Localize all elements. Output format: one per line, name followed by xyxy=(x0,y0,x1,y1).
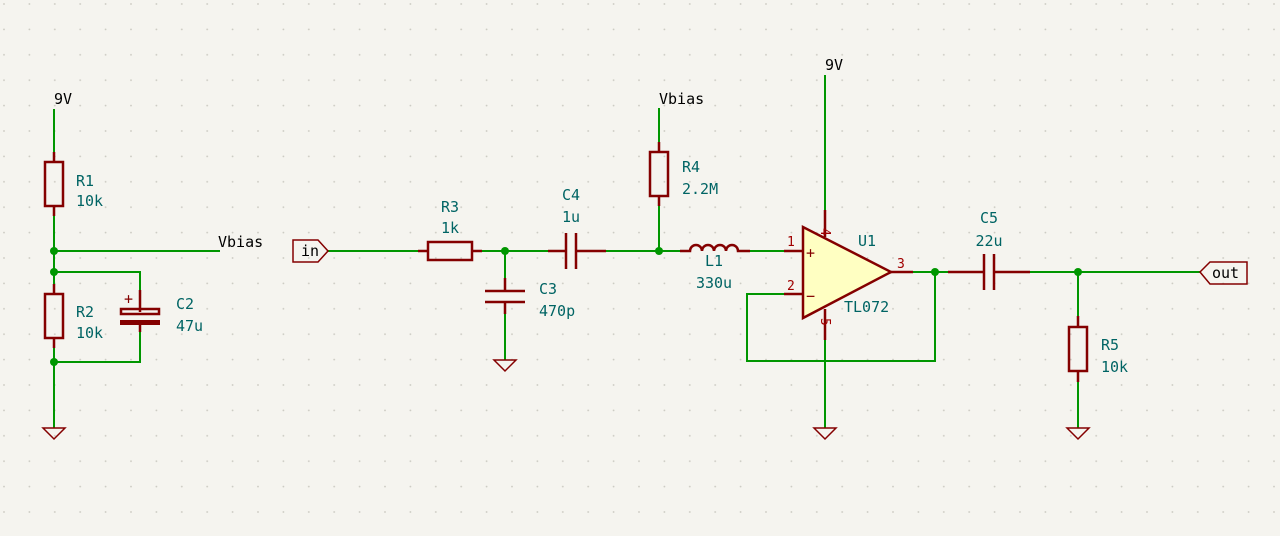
wire xyxy=(54,271,141,293)
output-port-shape xyxy=(1198,261,1248,285)
c2-polarity-mark: + xyxy=(124,290,133,308)
resistor-r3[interactable]: R3 1k xyxy=(418,198,482,262)
c3-value: 470p xyxy=(539,302,575,320)
output-port-label: out xyxy=(1212,264,1239,282)
c4-plate xyxy=(564,233,578,269)
l1-coil xyxy=(680,243,750,253)
junction-dot xyxy=(931,268,939,276)
r3-ref: R3 xyxy=(441,198,459,216)
junction-dot xyxy=(655,247,663,255)
r5-ref: R5 xyxy=(1101,336,1119,354)
c2-plate-negative xyxy=(120,320,160,325)
c5-value: 22u xyxy=(975,232,1002,250)
c2-ref: C2 xyxy=(176,295,194,313)
r2-value: 10k xyxy=(76,324,103,342)
r2-ref: R2 xyxy=(76,303,94,321)
wires xyxy=(53,75,1200,428)
power-label-9v: 9V xyxy=(54,90,72,108)
junction-dot xyxy=(50,268,58,276)
net-label-vbias: Vbias xyxy=(218,233,263,251)
opamp-u1[interactable]: + − 1 2 3 4 5 U1 TL072 xyxy=(784,210,913,340)
c5-plate xyxy=(982,254,996,290)
capacitor-c2[interactable]: + C2 47u xyxy=(119,290,203,335)
c3-ref: C3 xyxy=(539,280,557,298)
r4-ref: R4 xyxy=(682,158,700,176)
input-port-in[interactable]: in xyxy=(292,239,330,263)
u1-plus-sign: + xyxy=(806,244,815,262)
r4-body xyxy=(648,150,670,198)
r5-value: 10k xyxy=(1101,358,1128,376)
wire xyxy=(54,328,141,363)
junction-dot xyxy=(501,247,509,255)
u1-pin-lead xyxy=(784,210,913,340)
u1-pin-number-4: 4 xyxy=(817,228,832,236)
r1-ref: R1 xyxy=(76,172,94,190)
output-port-out[interactable]: out xyxy=(1198,261,1248,285)
resistor-r2[interactable]: R2 10k xyxy=(43,284,103,348)
inductor-l1[interactable]: L1 330u xyxy=(680,243,750,292)
u1-pin-number-5: 5 xyxy=(817,318,832,326)
c2-plate-positive xyxy=(119,307,161,316)
resistor-r4[interactable]: R4 2.2M xyxy=(648,142,718,206)
resistor-r5[interactable]: R5 10k xyxy=(1067,316,1128,382)
wire xyxy=(746,272,936,362)
u1-pin-number-2: 2 xyxy=(787,279,795,294)
u1-triangle xyxy=(801,224,894,321)
u1-minus-sign: − xyxy=(806,287,815,305)
junction-dot xyxy=(50,358,58,366)
c5-ref: C5 xyxy=(980,209,998,227)
capacitor-c3[interactable]: C3 470p xyxy=(485,278,575,320)
junction-dot xyxy=(50,247,58,255)
capacitor-c4[interactable]: C4 1u xyxy=(548,186,606,269)
c4-ref: C4 xyxy=(562,186,580,204)
r1-body xyxy=(43,160,65,208)
r3-body xyxy=(426,240,474,262)
c4-value: 1u xyxy=(562,208,580,226)
u1-pin-number-1: 1 xyxy=(787,235,795,250)
input-port-shape xyxy=(292,239,330,263)
c2-value: 47u xyxy=(176,317,203,335)
net-label-vbias-r4: Vbias xyxy=(659,90,704,108)
power-label-9v-opamp: 9V xyxy=(825,56,843,74)
input-port-label: in xyxy=(301,242,319,260)
capacitor-c5[interactable]: C5 22u xyxy=(948,209,1030,290)
u1-ref: U1 xyxy=(858,232,876,250)
r4-value: 2.2M xyxy=(682,180,718,198)
junction-dot xyxy=(1074,268,1082,276)
r3-value: 1k xyxy=(441,219,459,237)
junctions xyxy=(50,247,1082,366)
r5-body xyxy=(1067,325,1089,373)
u1-value: TL072 xyxy=(844,298,889,316)
r1-value: 10k xyxy=(76,192,103,210)
r2-body xyxy=(43,292,65,340)
u1-pin-number-3: 3 xyxy=(897,257,905,272)
l1-value: 330u xyxy=(696,274,732,292)
l1-ref: L1 xyxy=(705,252,723,270)
c3-plate xyxy=(485,289,525,304)
resistor-r1[interactable]: R1 10k xyxy=(43,152,103,216)
